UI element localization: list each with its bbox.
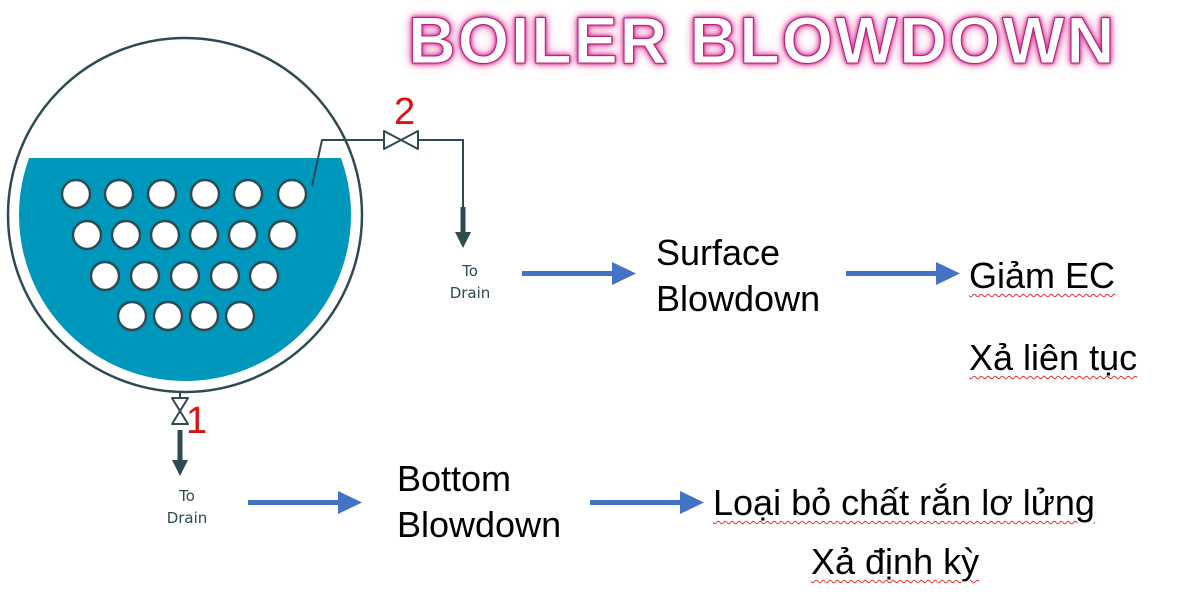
surface-label-line2: Blowdown <box>656 278 821 319</box>
tube-icon <box>188 219 220 251</box>
tube-icon <box>209 260 241 292</box>
tube-icon <box>232 178 264 210</box>
tube-icon <box>103 178 135 210</box>
drain-label-bottom: To Drain <box>157 485 217 529</box>
flow-arrow-icon <box>846 262 960 285</box>
tube-icon <box>146 178 178 210</box>
bottom-effect-2: Xả định kỳ <box>811 541 980 582</box>
tube-icon <box>89 260 121 292</box>
boiler-drum-inner-ring <box>7 37 363 393</box>
valve-number-2: 2 <box>394 91 416 133</box>
page-title: BOILER BLOWDOWN <box>408 3 1117 78</box>
tube-icon <box>276 178 308 210</box>
tube-icon <box>248 260 280 292</box>
drain-label-line1: To <box>462 262 478 280</box>
tube-icon <box>189 178 221 210</box>
tube-icon <box>188 300 220 332</box>
bottom-label-line1: Bottom <box>397 458 512 499</box>
surface-blowdown-pipe <box>311 139 385 187</box>
surface-effect-2: Xả liên tục <box>969 337 1138 378</box>
tube-icon <box>169 260 201 292</box>
tube-icon <box>227 219 259 251</box>
drain-arrow-icon <box>455 207 471 248</box>
tube-icon <box>116 300 148 332</box>
flow-arrow-icon <box>522 262 636 285</box>
bottom-effect-1: Loại bỏ chất rắn lơ lửng <box>713 482 1095 523</box>
tube-icon <box>149 219 181 251</box>
tube-icon <box>224 300 256 332</box>
drain-arrow-icon <box>172 430 188 476</box>
tube-icon <box>152 300 184 332</box>
drain-label-top: To Drain <box>440 260 500 304</box>
drain-label-line2: Drain <box>449 284 491 302</box>
flow-arrow-icon <box>248 491 362 514</box>
bottom-blowdown-label: Bottom Blowdown <box>397 456 561 548</box>
tube-icon <box>110 219 142 251</box>
surface-effect-1: Giảm EC <box>969 255 1116 296</box>
surface-blowdown-label: Surface Blowdown <box>656 230 820 322</box>
drain-label-line2: Drain <box>166 509 208 527</box>
tube-icon <box>71 219 103 251</box>
tube-bundle <box>60 178 308 332</box>
boiler-drum-icon <box>6 36 364 394</box>
surface-label-line1: Surface <box>656 232 781 273</box>
valve-icon <box>383 130 419 150</box>
bottom-label-line2: Blowdown <box>397 504 562 545</box>
drain-label-line1: To <box>179 487 195 505</box>
tube-icon <box>60 178 92 210</box>
surface-blowdown-pipe-out <box>418 139 464 207</box>
valve-number-1: 1 <box>186 400 208 442</box>
tube-icon <box>129 260 161 292</box>
valve-icon <box>171 397 189 425</box>
tube-icon <box>267 219 299 251</box>
flow-arrow-icon <box>590 491 704 514</box>
